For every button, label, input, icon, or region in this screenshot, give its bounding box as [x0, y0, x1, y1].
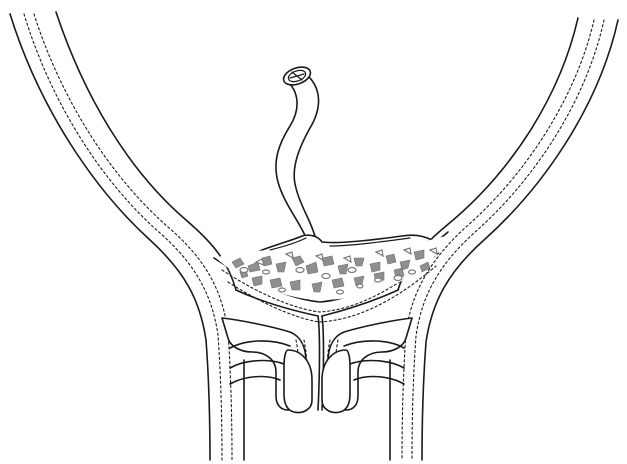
left-wall: [10, 12, 244, 460]
vessel-tube: [252, 64, 432, 266]
left-lower-block: [222, 318, 312, 413]
right-lower-block: [322, 318, 412, 413]
